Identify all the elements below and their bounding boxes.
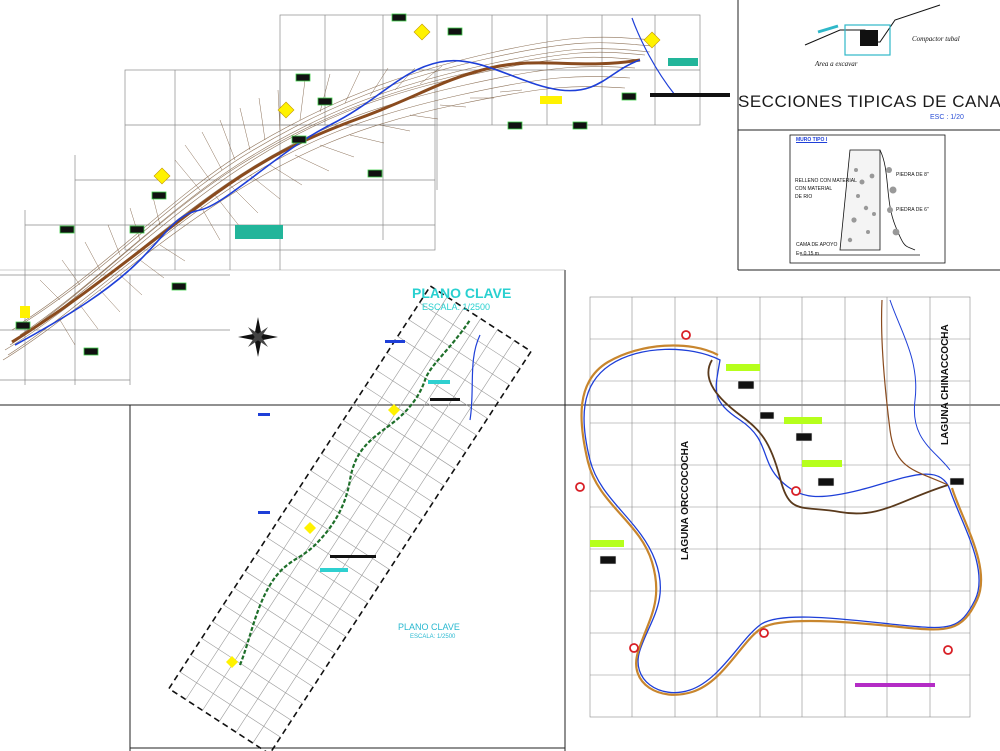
plano-clave-title-top: PLANO CLAVE	[412, 285, 512, 301]
plano-clave-grid	[167, 284, 533, 751]
plano-clave-scale-bottom: ESCALA: 1/2500	[410, 634, 456, 640]
river-chinaccocha	[889, 299, 951, 471]
muro-tipo-header: MURO TIPO I	[796, 137, 828, 143]
lagunas-grid	[589, 296, 971, 718]
contour-hatching	[39, 65, 523, 346]
canal-route-top	[11, 58, 641, 344]
piedra-6-label: PIEDRA DE 6"	[896, 207, 929, 213]
canal-inner-laguna	[707, 359, 949, 515]
wall-section-detail	[789, 134, 946, 264]
section-title: SECCIONES TIPICAS DE CANAL	[738, 92, 1000, 111]
plano-clave-marks	[226, 340, 460, 668]
laguna-chinaccocha-label: LAGUNA CHINACCOCHA	[940, 324, 951, 445]
cama-apoyo-value: E= 0.15 m	[796, 251, 819, 257]
river-top	[14, 59, 641, 346]
north-arrow-icon	[238, 317, 278, 357]
top-plan-labels	[15, 13, 637, 356]
canal-route-plano-clave	[238, 319, 471, 666]
stream-chinaccocha	[880, 299, 949, 486]
top-plan-boxes	[20, 58, 730, 318]
relleno-label: RELLENO CON MATERIAL	[795, 178, 857, 184]
cama-apoyo-label: CAMA DE APOYO	[796, 242, 838, 248]
laguna-shoreline	[583, 348, 980, 694]
laguna-orccococha-label: LAGUNA ORCCOCOCHA	[680, 440, 691, 560]
compactor-label: Compactor tubal	[912, 35, 960, 43]
pipe-section-detail	[804, 4, 941, 56]
plano-clave-title-bottom: PLANO CLAVE	[398, 622, 460, 632]
warning-signs-top	[153, 23, 661, 185]
contour-lines	[2, 36, 656, 361]
red-markers	[575, 330, 953, 655]
top-plan-grid	[0, 14, 701, 385]
laguna-labels	[590, 364, 965, 687]
river-plano-clave	[469, 334, 481, 421]
section-scale: ESC : 1/20	[930, 114, 964, 121]
piedra-8-label: PIEDRA DE 8"	[896, 172, 929, 178]
river-right-top	[631, 17, 676, 96]
area-excavar-label: Area a excavar	[815, 60, 858, 68]
relleno-label-2: CON MATERIAL	[795, 186, 833, 192]
relleno-label-3: DE RIO	[795, 194, 813, 200]
canal-route-laguna	[580, 344, 983, 696]
plano-clave-scale-top: ESCALA: 1/2500	[422, 302, 491, 312]
